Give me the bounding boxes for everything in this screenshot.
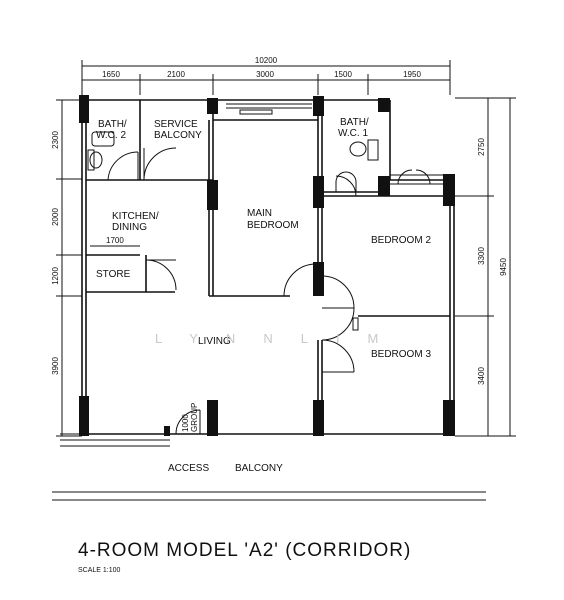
bath2-label-1: BATH/: [98, 119, 127, 130]
main-bedroom-label-1: MAIN: [247, 208, 272, 219]
door-label-1: 1000: [181, 414, 190, 432]
left-dimensions: 2300 2000 1200 3900: [51, 99, 82, 437]
top-dimensions: 10200 1650 2100 3000 1500 1950: [81, 56, 451, 95]
scale-label: SCALE 1:100: [78, 567, 121, 574]
living-label: LIVING: [198, 336, 231, 347]
bath1-label-2: W.C. 1: [338, 128, 368, 139]
left-dim-1: 2300: [51, 131, 60, 149]
left-dim-2: 2000: [51, 208, 60, 226]
outer-walls: [81, 99, 455, 435]
access-label: ACCESS: [168, 463, 209, 474]
right-dim-1: 2750: [477, 138, 486, 156]
right-dim-3: 3400: [477, 367, 486, 385]
left-dim-3: 1200: [51, 267, 60, 285]
overall-width-label: 10200: [255, 56, 278, 65]
bath2-label-2: W.C. 2: [96, 130, 126, 141]
structural-columns: [79, 95, 455, 436]
inner-dim-label: 1700: [106, 236, 124, 245]
bedroom2-label: BEDROOM 2: [371, 235, 431, 246]
right-dimensions: 2750 3300 3400 9450: [455, 97, 516, 437]
plan-title: 4-ROOM MODEL 'A2' (CORRIDOR): [78, 540, 411, 561]
top-dim-3: 3000: [256, 70, 274, 79]
door-swings: [107, 147, 359, 435]
top-dim-1: 1650: [102, 70, 120, 79]
store-label: STORE: [96, 269, 131, 280]
bedroom3-label: BEDROOM 3: [371, 349, 431, 360]
balcony-label: BALCONY: [235, 463, 283, 474]
room-labels: BATH/ W.C. 2 SERVICE BALCONY BATH/ W.C. …: [90, 117, 431, 432]
bath1-label-1: BATH/: [340, 117, 369, 128]
service-balcony-label-1: SERVICE: [154, 119, 198, 130]
kitchen-label-1: KITCHEN/: [112, 211, 159, 222]
top-dim-5: 1950: [403, 70, 421, 79]
top-dim-2: 2100: [167, 70, 185, 79]
top-dim-4: 1500: [334, 70, 352, 79]
kitchen-label-2: DINING: [112, 222, 147, 233]
left-dim-4: 3900: [51, 357, 60, 375]
bathroom-fixtures: [60, 103, 448, 447]
right-dim-2: 3300: [477, 247, 486, 265]
service-balcony-label-2: BALCONY: [154, 130, 202, 141]
watermark: LYNNLIM: [155, 331, 406, 346]
main-bedroom-label-2: BEDROOM: [247, 220, 299, 231]
right-total-dim: 9450: [499, 258, 508, 276]
interior-walls: [86, 100, 450, 434]
door-label-2: GROUP: [190, 403, 199, 432]
